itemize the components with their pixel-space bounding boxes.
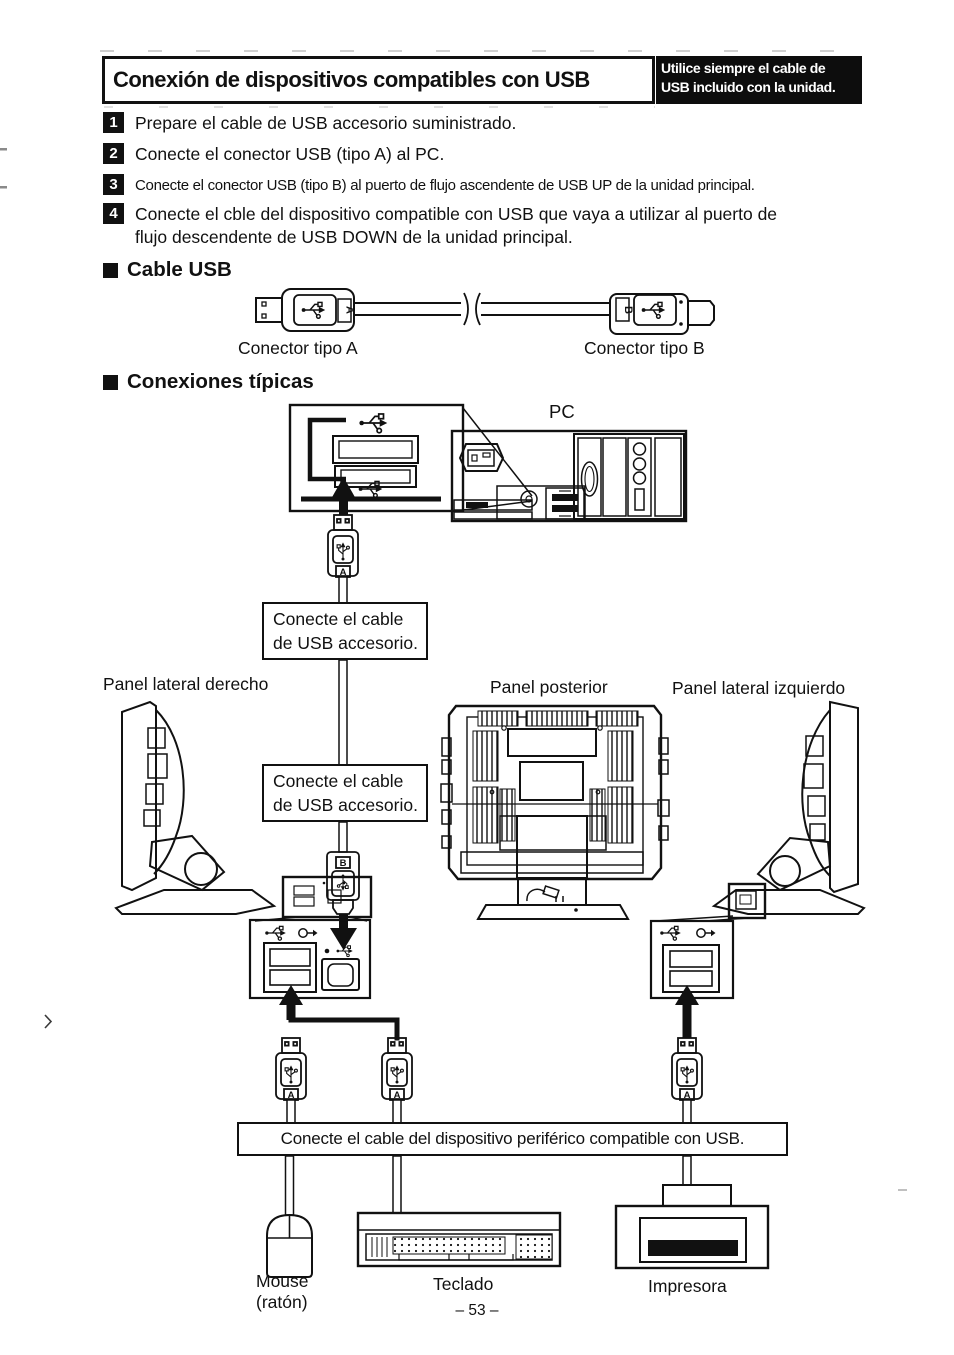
- panel-left-label: Panel lateral izquierdo: [672, 678, 846, 698]
- keyboard-label: Teclado: [433, 1274, 494, 1294]
- plug-letter: B: [340, 858, 347, 869]
- step-text: Prepare el cable de USB accesorio sumini…: [135, 113, 517, 133]
- usb-trident-icon: [640, 301, 667, 320]
- section-heading-text: Conexiones típicas: [127, 370, 314, 393]
- down-arrow: [330, 914, 357, 950]
- usb-trident-icon: [264, 925, 287, 941]
- usb-trident-icon: [358, 413, 389, 434]
- plug-letter: A: [340, 567, 347, 578]
- connector-b-label: Conector tipo B: [584, 338, 705, 358]
- base-usb-port-right: [281, 875, 373, 919]
- peripheral-plugs: [276, 1015, 702, 1216]
- usb-trident-icon: [659, 925, 682, 941]
- section-heading-connections: Conexiones típicas: [103, 370, 314, 394]
- usb-cable-illustration: [255, 288, 715, 335]
- callout-box-peripheral: Conecte el cable del dispositivo perifér…: [237, 1122, 788, 1156]
- monitor-left-side: [655, 700, 866, 922]
- step-number-badge: 1: [103, 112, 124, 133]
- connector-a-label: Conector tipo A: [238, 338, 358, 358]
- plug-letter: A: [394, 1090, 401, 1101]
- section-heading-cable: Cable USB: [103, 258, 232, 282]
- step-3: 3 Conecte el conector USB (tipo B) al pu…: [103, 174, 755, 196]
- ports-detail-right: [248, 918, 372, 1020]
- pc-label: PC: [549, 401, 575, 422]
- square-bullet-icon: [103, 262, 118, 278]
- panel-rear-label: Panel posterior: [490, 677, 608, 697]
- page-title: Conexión de dispositivos compatibles con…: [102, 56, 655, 104]
- usage-note: Utilice siempre el cable de USB incluido…: [656, 56, 862, 104]
- up-arrow: [331, 477, 356, 515]
- page-number: – 53 –: [455, 1302, 499, 1319]
- pc-rear-panel: [450, 429, 688, 523]
- plug-letter: B: [622, 306, 634, 314]
- usb-trident-icon: [300, 301, 327, 320]
- plug-letter: A: [288, 1090, 295, 1101]
- scan-noise: [0, 50, 907, 1191]
- downstream-icon: [695, 927, 717, 939]
- step-text: Conecte el conector USB (tipo A) al PC.: [135, 144, 445, 164]
- step-number-badge: 3: [103, 174, 124, 195]
- usb-trident-icon: [357, 480, 384, 499]
- monitor-rear: [440, 704, 670, 920]
- power-inlet: [458, 443, 505, 472]
- plug-letters: A B A B A A A: [288, 306, 691, 1101]
- mouse-label: Mouse (ratón): [256, 1271, 309, 1312]
- step-text: Conecte el conector USB (tipo B) al puer…: [135, 177, 755, 194]
- usb-ports-zoom-box: [288, 403, 533, 515]
- square-bullet-icon: [103, 374, 118, 390]
- callout-box-accessory-2: Conecte el cable de USB accesorio.: [262, 764, 428, 822]
- monitor-right-side: [114, 700, 373, 922]
- callout-box-accessory-1: Conecte el cable de USB accesorio.: [262, 602, 428, 660]
- step-number-badge: 4: [103, 203, 124, 224]
- pc-usb-ports: [545, 487, 585, 520]
- printer-label: Impresora: [648, 1276, 727, 1296]
- expansion-slots: [573, 433, 685, 520]
- step-number-badge: 2: [103, 143, 124, 164]
- plug-letter: A: [344, 306, 356, 314]
- step-2: 2 Conecte el conector USB (tipo A) al PC…: [103, 143, 444, 166]
- pc-bottom-details: [453, 485, 586, 520]
- downstream-icon: [297, 927, 319, 939]
- panel-right-label: Panel lateral derecho: [103, 674, 269, 694]
- mouse-illustration: [266, 1213, 313, 1278]
- side-connectors: [440, 737, 670, 849]
- section-heading-text: Cable USB: [127, 258, 232, 281]
- step-1: 1 Prepare el cable de USB accesorio sumi…: [103, 112, 516, 135]
- printer-illustration: [614, 1184, 770, 1270]
- accessory-cable-chain: [327, 515, 359, 950]
- ports-detail-left: [649, 919, 735, 1038]
- up-arrow: [279, 985, 303, 1020]
- plug-letter: A: [684, 1090, 691, 1101]
- up-arrow: [675, 985, 699, 1038]
- step-4: 4 Conecte el cble del dispositivo compat…: [103, 203, 777, 249]
- keyboard-illustration: [356, 1211, 562, 1268]
- page-title-text: Conexión de dispositivos compatibles con…: [113, 67, 590, 92]
- step-text: Conecte el cble del dispositivo compatib…: [135, 204, 778, 247]
